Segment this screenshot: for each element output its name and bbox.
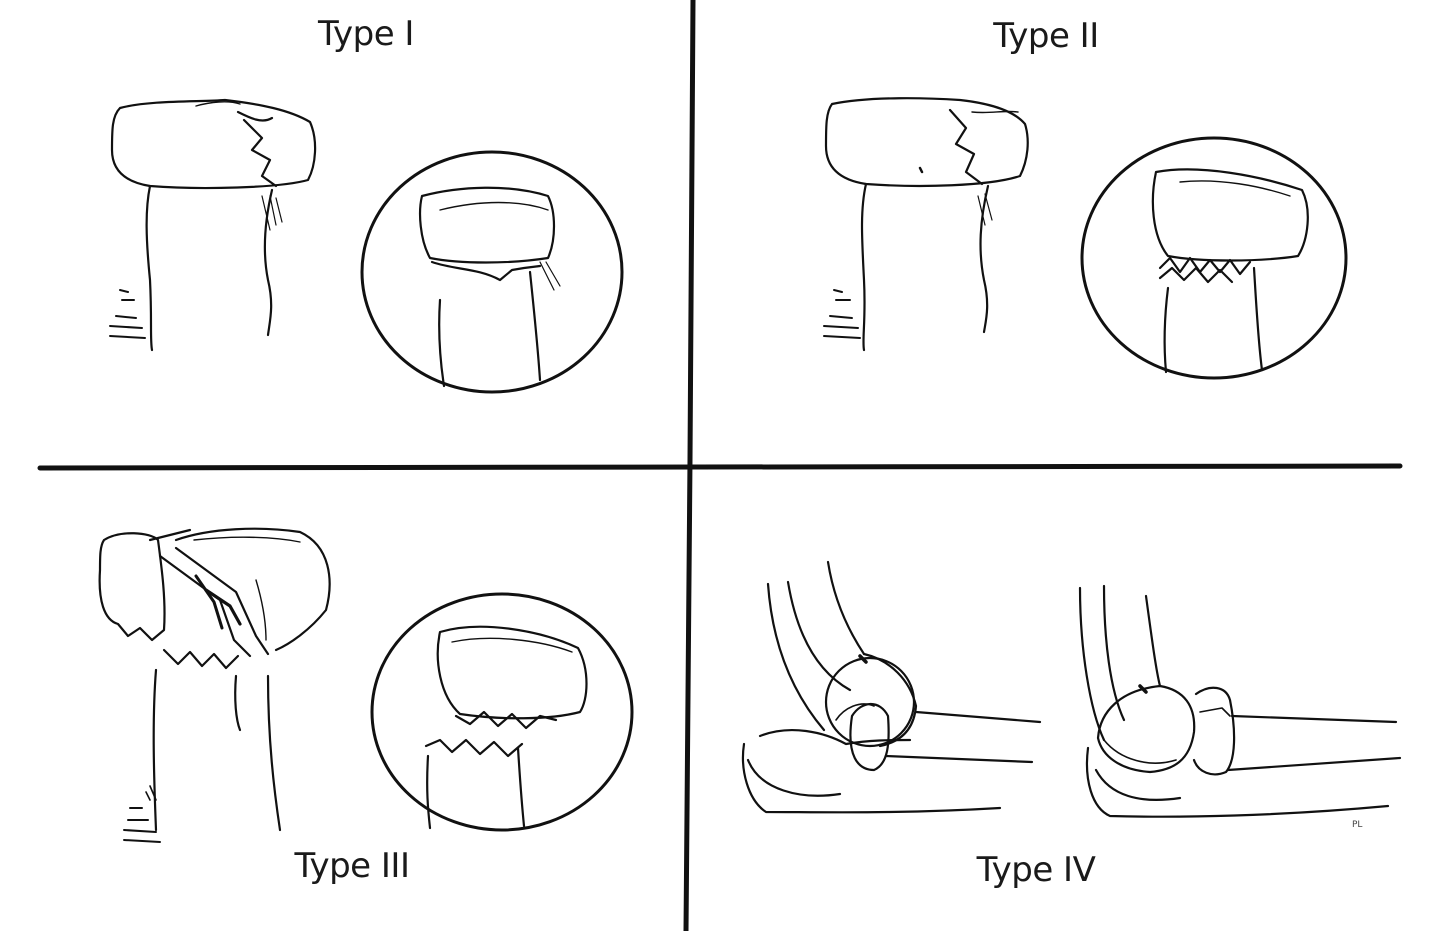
type-4-label: Type IV — [976, 850, 1096, 890]
type-4-left-elbow-drawing — [743, 562, 1040, 812]
type-2-panel — [824, 98, 1346, 378]
type-2-inset-circle — [1082, 138, 1346, 378]
type-1-inset-circle — [362, 152, 622, 392]
artist-initials: PL — [1352, 820, 1363, 830]
type-4-left-capitellum — [826, 658, 914, 746]
horizontal-divider — [40, 466, 1400, 468]
type-3-radial-head-drawing — [100, 529, 330, 842]
type-1-label: Type I — [318, 14, 414, 54]
type-2-label: Type II — [993, 16, 1099, 56]
quadrant-dividers — [40, 0, 1400, 931]
type-3-panel — [100, 529, 632, 842]
type-2-inset-drawing — [1082, 138, 1346, 378]
type-1-inset-drawing — [362, 152, 622, 392]
type-3-inset-circle — [372, 594, 632, 830]
type-2-radial-head-drawing — [824, 98, 1028, 350]
type-1-panel — [110, 100, 622, 392]
type-4-right-elbow-drawing — [1080, 586, 1400, 817]
vertical-divider — [686, 0, 693, 931]
type-1-radial-head-drawing — [110, 100, 315, 350]
type-3-label: Type III — [294, 846, 410, 886]
type-4-panel — [743, 562, 1400, 817]
type-3-inset-drawing — [372, 594, 632, 830]
